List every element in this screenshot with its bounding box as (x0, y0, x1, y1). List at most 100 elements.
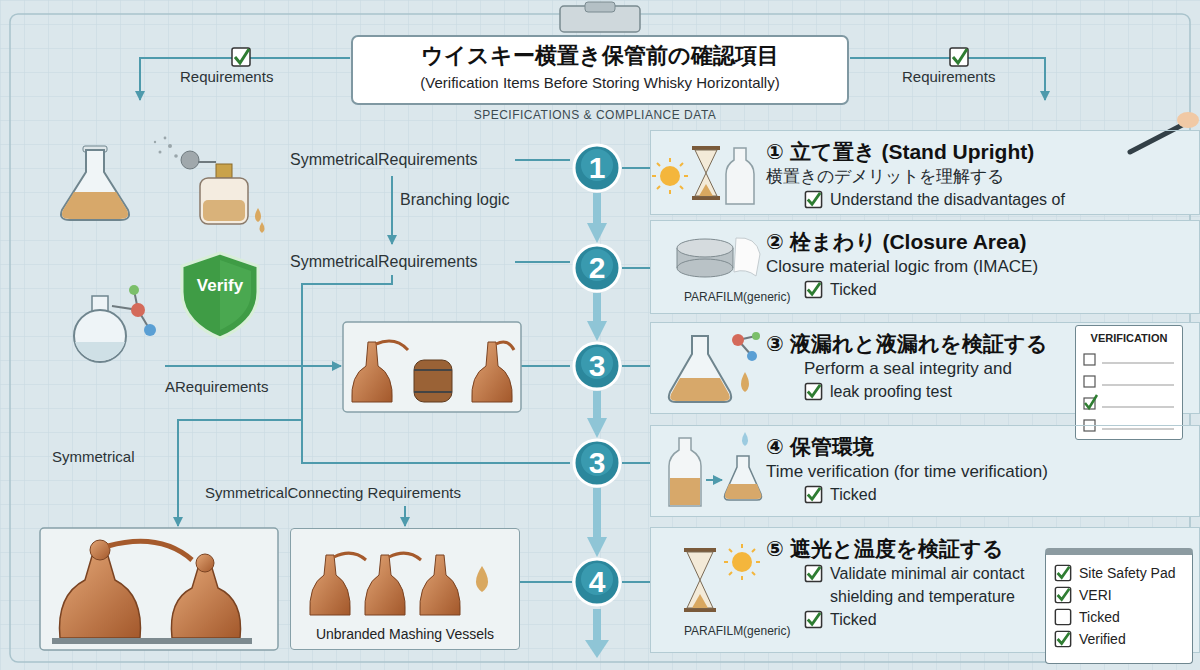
bottle-icon (669, 438, 701, 506)
seal-flask (747, 351, 757, 361)
copper-stills (60, 556, 141, 638)
perfume-bottle (168, 144, 172, 148)
leader-lines (178, 420, 302, 526)
bottle-icon (670, 478, 700, 505)
vessel-box: Unbranded Mashing Vessels (290, 528, 520, 650)
text-label: Requirements (902, 68, 995, 87)
text-label: SPECIFICATIONS & COMPLIANCE DATA (380, 108, 810, 123)
copper-stills (90, 540, 110, 560)
panel-text: Time verification (for time verification… (766, 460, 1189, 483)
text-label: (Verification Items Before Storing Whisk… (352, 74, 848, 93)
still-box (343, 322, 521, 412)
hourglass-icon (695, 150, 717, 173)
diagram-title: ウイスキー横置き保管前の確認項目 (352, 42, 848, 70)
pad-item: VERI (1054, 584, 1184, 606)
perfume-bottle (159, 151, 162, 154)
checkbox-icon (235, 49, 249, 63)
link-line (622, 267, 650, 269)
safety-pad: Site Safety PadVERITickedVerified (1045, 548, 1193, 664)
perfume-bottle (174, 154, 178, 158)
leader-lines (391, 176, 393, 244)
mashing-vessels (334, 553, 421, 560)
text-label: PARAFILM(generic) (684, 624, 790, 639)
check-panel: ④ 保管環境Time verification (for time verifi… (650, 425, 1200, 517)
verification-clipboard: VERIFICATION (1075, 325, 1183, 440)
sun-icon (660, 166, 680, 186)
perfume-bottle (181, 151, 199, 169)
hourglass-icon (692, 196, 720, 200)
step-circle: 3 (572, 341, 622, 391)
still-box (414, 370, 452, 392)
still-box (343, 322, 521, 412)
bottle-icon (725, 484, 762, 499)
closure-cap (734, 238, 760, 276)
still-box (496, 342, 514, 350)
checkbox-icon (953, 49, 967, 63)
flow-arrow (593, 488, 601, 545)
seal-flask (732, 334, 744, 346)
checkbox-icon (950, 48, 968, 66)
text-label: Requirements (180, 68, 273, 87)
text-label: SymmetricalRequirements (290, 150, 478, 170)
still-box (472, 342, 512, 402)
step-circle: 1 (572, 143, 622, 193)
mashing-vessels (290, 528, 520, 650)
panel-ground (650, 527, 1200, 653)
text-label: Branching logic (400, 190, 509, 210)
bottle-icon (706, 479, 722, 481)
mashing-vessels (290, 528, 520, 650)
pad-item: Verified (1054, 628, 1184, 650)
hourglass-icon (695, 173, 717, 196)
step-number: 4 (589, 565, 606, 599)
text-label: Symmetrical (52, 448, 135, 467)
flow-arrow (593, 193, 601, 231)
sun-icon (724, 544, 760, 580)
check-item: Validate minimal air contact shielding a… (804, 562, 1070, 608)
link-line (622, 167, 650, 169)
check-item: Ticked (804, 278, 1189, 301)
leader-lines (521, 365, 570, 367)
step-circle: 2 (572, 243, 622, 293)
leader-lines (165, 365, 341, 367)
link-line (520, 581, 572, 583)
perfume-bottle (198, 161, 216, 163)
panel-heading: ④ 保管環境 (766, 434, 1189, 460)
copper-stills (108, 541, 192, 560)
copper-stills (40, 528, 278, 650)
pad-item: Site Safety Pad (1054, 562, 1184, 584)
link-line (622, 462, 650, 464)
shield-text: Verify (197, 276, 243, 296)
closure-cap (677, 238, 760, 277)
bottle-icon (669, 148, 762, 506)
verify-shield: Verify (178, 250, 262, 340)
panel-text: Closure material logic from (IMACE) (766, 255, 1189, 278)
text-label: ARequirements (165, 378, 268, 397)
panel-ground (650, 220, 1200, 314)
requirement-arrows (850, 58, 1045, 100)
perfume-bottle (216, 164, 232, 178)
still-box (376, 341, 408, 350)
molecule-flask (75, 342, 125, 361)
title-clipboard (585, 2, 615, 12)
panel-ground (650, 130, 1200, 653)
mashing-vessels (420, 555, 460, 615)
lab-flask (62, 192, 128, 219)
copper-stills (196, 554, 214, 572)
step-circle: 3 (572, 438, 622, 488)
copper-stills (171, 568, 240, 638)
step-number: 1 (589, 151, 606, 185)
box-caption: Unbranded Mashing Vessels (316, 625, 494, 643)
circle-shape (574, 145, 620, 191)
title-clipboard (352, 2, 848, 104)
molecule-flask (131, 303, 145, 317)
text-label: SymmetricalRequirements (290, 252, 478, 272)
clipboard-title: VERIFICATION (1080, 331, 1178, 345)
panel-text: 横置きのデメリットを理解する (766, 165, 1189, 188)
perfume-bottle (154, 141, 156, 143)
seal-flask (670, 378, 730, 401)
text-label: PARAFILM(generic) (684, 290, 790, 305)
